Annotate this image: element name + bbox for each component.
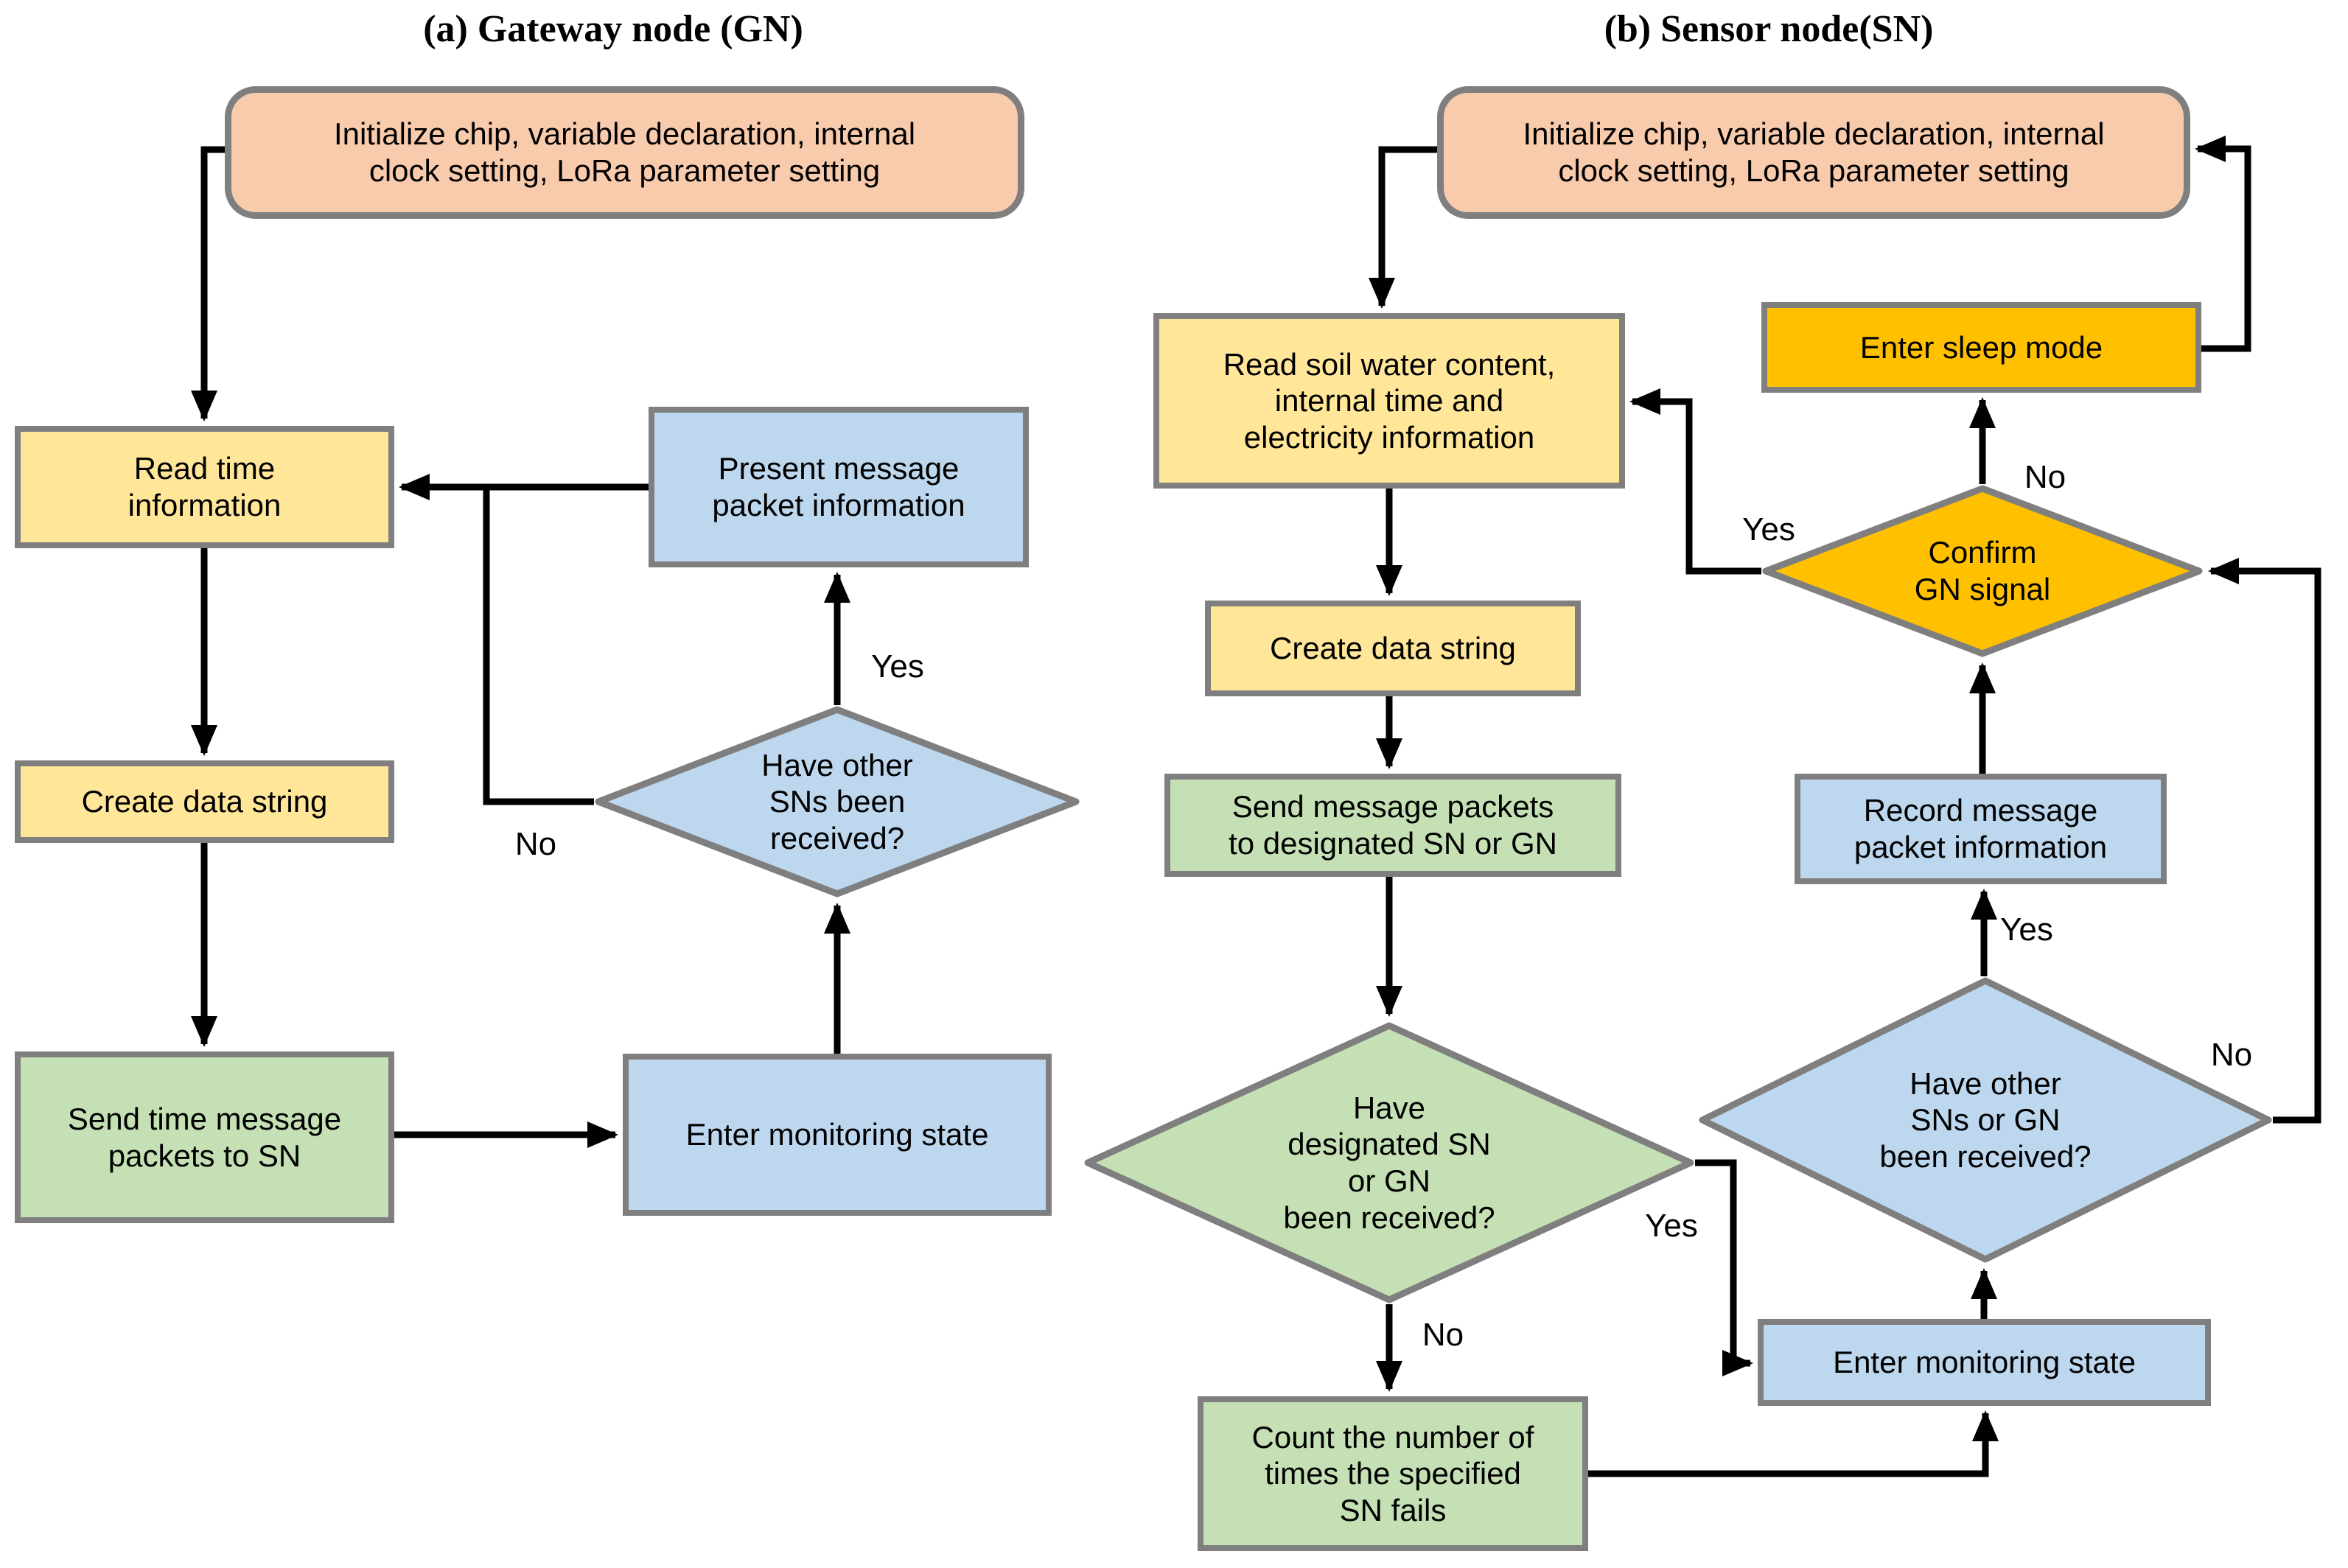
connector-count-to-monitor	[1588, 1410, 1999, 1477]
connector-other-no-to-confirm	[2208, 558, 2321, 1124]
terminator-initialize-sn: Initialize chip, variable declaration, i…	[1437, 86, 2190, 219]
diamond-shape	[595, 706, 1080, 897]
edge-label-designated-yes: Yes	[1645, 1208, 1698, 1244]
edge-label-gateway-yes: Yes	[871, 648, 924, 685]
process-enter-sleep-mode: Enter sleep mode	[1761, 302, 2201, 393]
edge-label-other-yes: Yes	[2000, 911, 2053, 948]
connector-init-to-read-time	[191, 146, 225, 421]
process-create-data-string-sn: Create data string	[1205, 601, 1581, 696]
process-read-soil-water-content: Read soil water content,internal time an…	[1153, 313, 1625, 489]
connector-confirm-yes-to-read-soil	[1629, 388, 1761, 575]
terminator-initialize-gn: Initialize chip, variable declaration, i…	[225, 86, 1024, 219]
diamond-shape	[1699, 977, 2272, 1263]
edge-label-other-no: No	[2210, 1037, 2253, 1073]
connector-decision-no-loop	[483, 487, 594, 805]
chart-title-sensor: (b) Sensor node(SN)	[1604, 8, 1934, 50]
connector-init-to-read-soil	[1369, 146, 1437, 309]
connector-designated-yes-to-monitor	[1695, 1159, 1753, 1376]
chart-title-gateway: (a) Gateway node (GN)	[423, 8, 803, 50]
edge-label-gateway-no: No	[514, 826, 557, 862]
edge-label-confirm-yes: Yes	[1742, 511, 1795, 547]
diamond-shape	[1084, 1022, 1694, 1303]
process-create-data-string-gn: Create data string	[15, 760, 394, 843]
edge-label-designated-no: No	[1422, 1317, 1464, 1353]
process-enter-monitoring-state-gn: Enter monitoring state	[623, 1054, 1052, 1216]
connector-sleep-to-init	[2195, 136, 2251, 352]
edge-label-confirm-no: No	[2024, 459, 2066, 495]
process-enter-monitoring-state-sn: Enter monitoring state	[1758, 1319, 2211, 1406]
diamond-shape	[1762, 485, 2203, 657]
